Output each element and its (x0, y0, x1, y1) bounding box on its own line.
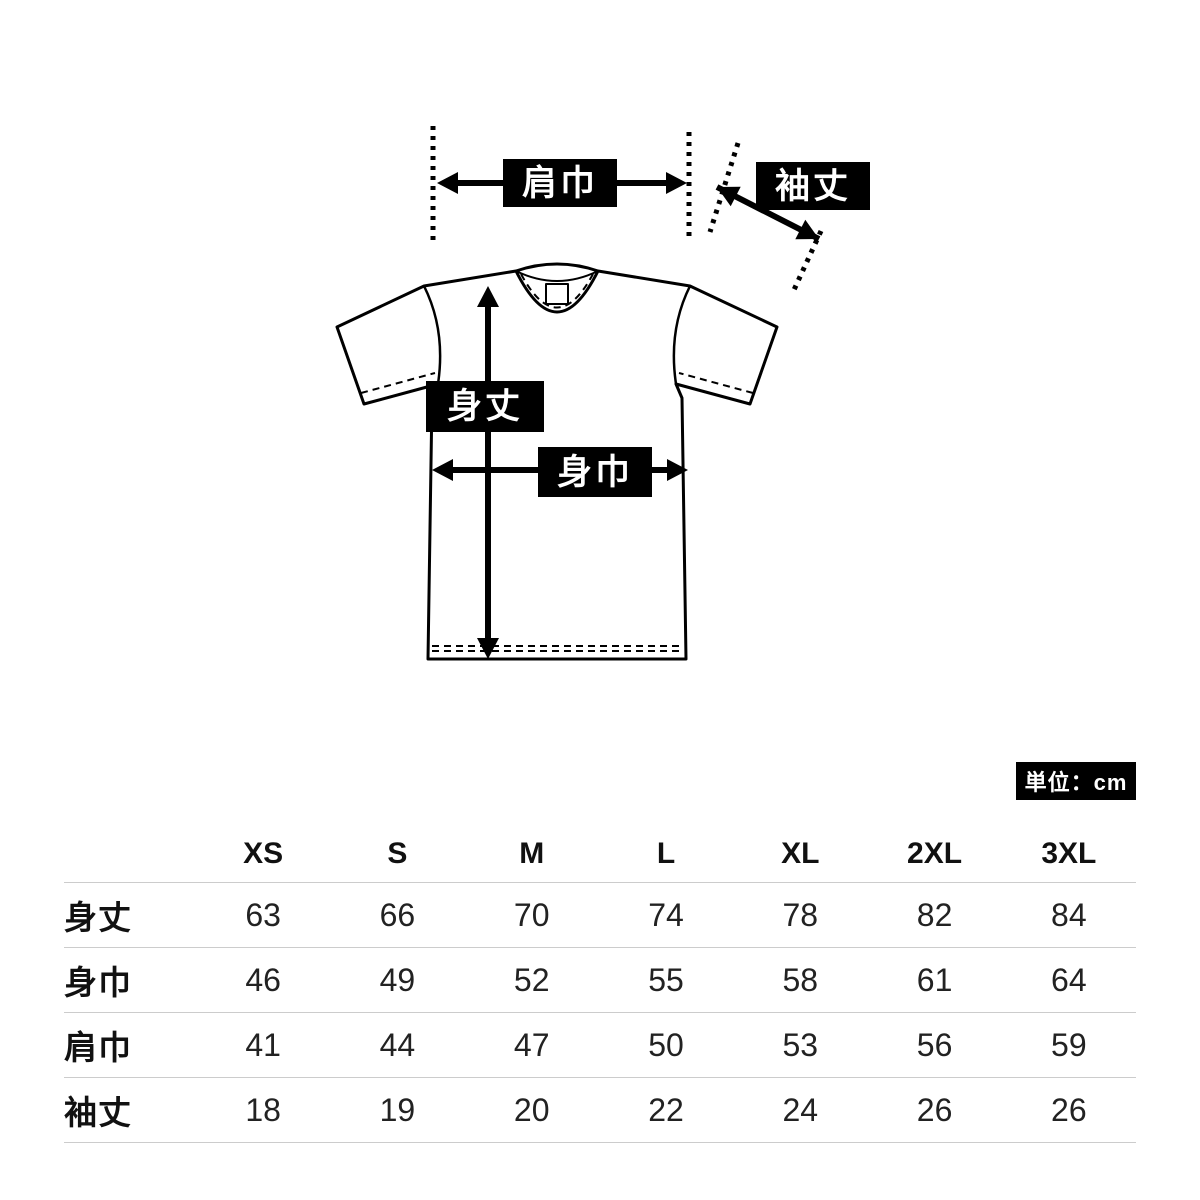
column-header-xs: XS (243, 837, 284, 870)
table-row-sleeve-length: 袖丈 18 19 20 22 24 26 26 (64, 1077, 1136, 1143)
sleeve-length-arrow (715, 184, 821, 242)
size-value: 84 (1051, 896, 1087, 933)
size-value: 53 (782, 1026, 819, 1063)
size-value: 19 (379, 1091, 416, 1128)
size-value: 26 (1051, 1091, 1087, 1128)
armhole-seam-left (422, 285, 442, 385)
size-value: 59 (1051, 1026, 1087, 1063)
size-value: 20 (513, 1091, 550, 1128)
size-value: 44 (379, 1026, 416, 1063)
body-width-label: 身巾 (538, 447, 652, 497)
size-value: 64 (1051, 961, 1087, 998)
table-row-body-length: 身丈 63 66 70 74 78 82 84 (64, 882, 1136, 947)
column-header-3xl: 3XL (1041, 837, 1097, 870)
column-header-s: S (387, 837, 408, 870)
size-value: 50 (648, 1026, 684, 1063)
table-row-shoulder-width: 肩巾 41 44 47 50 53 56 59 (64, 1012, 1136, 1077)
size-value: 61 (916, 961, 953, 998)
tshirt-measurement-diagram (335, 126, 824, 661)
shoulder-width-label: 肩巾 (503, 159, 617, 207)
column-header-xl: XL (781, 837, 820, 870)
column-header-2xl: 2XL (907, 837, 963, 870)
body-length-label: 身丈 (426, 381, 544, 432)
measurement-guides (430, 126, 824, 294)
size-value: 24 (782, 1091, 819, 1128)
size-value: 78 (782, 896, 819, 933)
row-label: 袖丈 (64, 1094, 132, 1131)
sleeve-hem-stitch-left (360, 372, 436, 394)
size-value: 56 (916, 1026, 953, 1063)
table-header-row: XS S M L XL 2XL 3XL (64, 826, 1136, 882)
size-value: 58 (782, 961, 819, 998)
sleeve-hem-stitch-right (678, 372, 754, 394)
size-value: 47 (513, 1026, 550, 1063)
size-table: XS S M L XL 2XL 3XL 身丈 63 66 70 74 78 82… (64, 826, 1136, 1143)
collar-tag (545, 283, 569, 305)
sleeve-guide-bottom (790, 229, 824, 294)
size-value: 63 (245, 896, 281, 933)
size-value: 26 (916, 1091, 953, 1128)
collar-stitch (520, 273, 594, 309)
sleeve-length-label: 袖丈 (756, 162, 870, 210)
size-value: 55 (648, 961, 684, 998)
size-value: 82 (916, 896, 953, 933)
back-collar-line (515, 270, 599, 282)
front-neckline (514, 270, 600, 314)
armhole-seam-right (672, 285, 692, 385)
size-value: 70 (513, 896, 550, 933)
size-value: 18 (245, 1091, 281, 1128)
size-value: 74 (648, 896, 684, 933)
column-header-l: L (656, 837, 676, 870)
row-label: 身丈 (64, 899, 132, 936)
table-row-body-width: 身巾 46 49 52 55 58 61 64 (64, 947, 1136, 1012)
unit-badge: 単位：cm (1016, 762, 1136, 800)
size-value: 41 (245, 1026, 281, 1063)
size-value: 22 (648, 1091, 684, 1128)
size-value: 46 (245, 961, 281, 998)
stitch-lines (360, 273, 754, 652)
size-value: 66 (379, 896, 416, 933)
row-label: 肩巾 (64, 1029, 132, 1066)
column-header-m: M (519, 837, 545, 870)
size-value: 52 (513, 961, 550, 998)
row-label: 身巾 (64, 964, 132, 1001)
size-value: 49 (379, 961, 416, 998)
